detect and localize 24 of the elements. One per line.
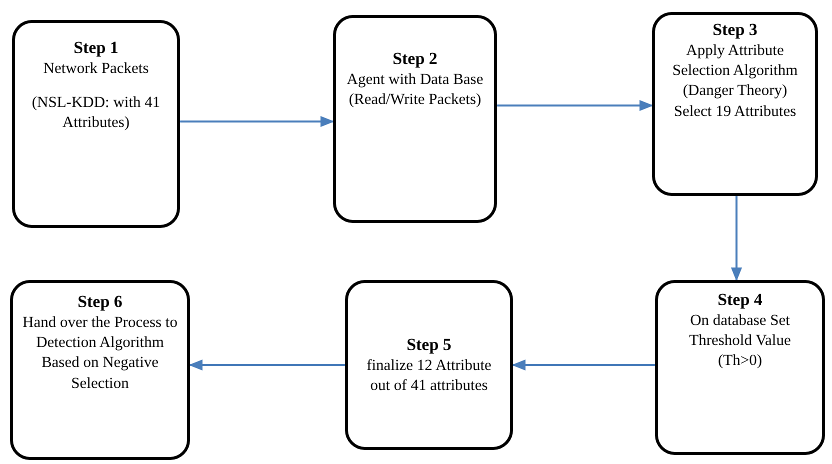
process-box <box>12 20 180 228</box>
step-description: Hand over the Process to Detection Algorithm Based on Negative Selection <box>22 313 178 394</box>
arrow <box>512 359 655 371</box>
process-box <box>333 15 497 223</box>
process-box <box>345 280 513 450</box>
step-heading: Step 6 <box>78 291 122 313</box>
step-description: Agent with Data Base (Read/Write Packets) <box>346 70 484 110</box>
process-box <box>652 12 818 196</box>
step-heading: Step 4 <box>718 289 762 311</box>
step-heading: Step 5 <box>406 334 452 356</box>
step-description: Apply Attribute Selection Algorithm (Danger Theory) Select 19 Attributes <box>671 41 799 122</box>
arrow <box>730 196 742 282</box>
arrow <box>497 100 654 112</box>
arrow <box>188 359 345 371</box>
step-description: Network Packets <box>43 59 149 80</box>
arrow <box>180 116 334 128</box>
step-heading: Step 3 <box>712 19 758 41</box>
process-box <box>10 280 190 460</box>
step-description: (NSL-KDD: with 41 Attributes) <box>30 93 162 134</box>
step-heading: Step 2 <box>392 48 438 70</box>
process-box <box>655 280 825 455</box>
step-description: finalize 12 Attribute out of 41 attributes <box>366 356 492 396</box>
step-heading: Step 1 <box>74 37 118 59</box>
step-description: On database Set Threshold Value (Th>0) <box>688 311 792 372</box>
